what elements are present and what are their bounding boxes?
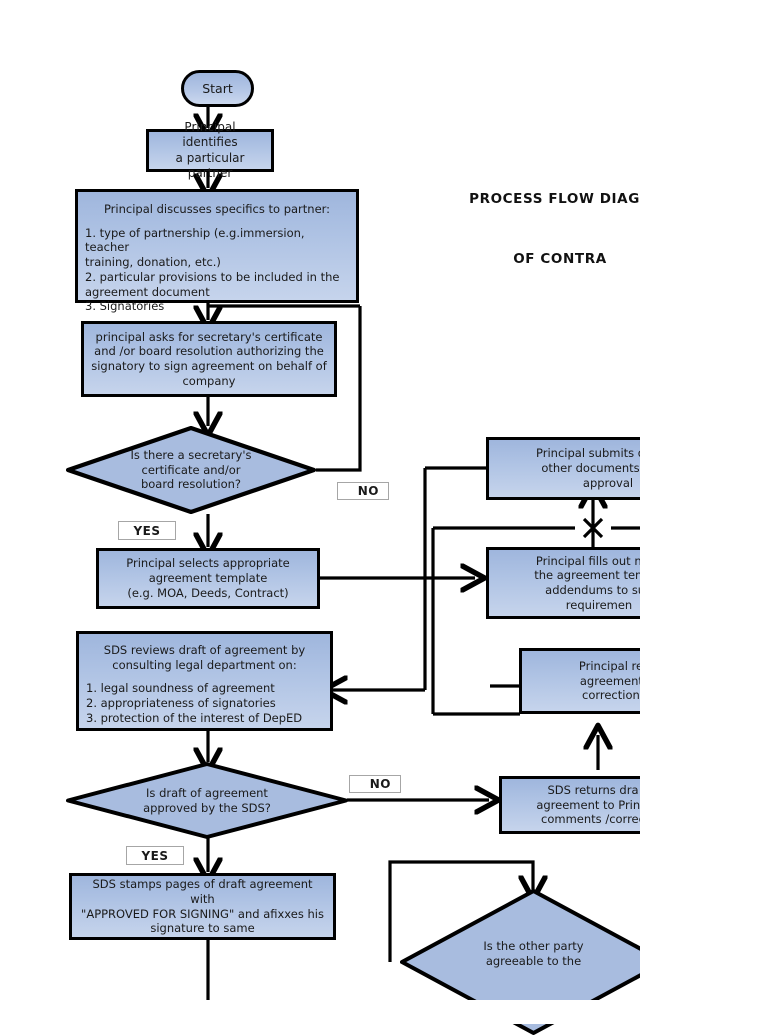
node-discuss-specifics-item-5: 3. Signatories bbox=[85, 299, 165, 314]
node-start[interactable]: Start bbox=[181, 70, 254, 107]
decision-approved-shape bbox=[66, 762, 348, 839]
node-sds-reviews-item-3: 3. protection of the interest of DepED bbox=[86, 710, 303, 725]
node-select-template[interactable]: Principal selects appropriate agreement … bbox=[96, 548, 320, 609]
edge-label-no-certificate: NO bbox=[337, 482, 389, 500]
node-decision-approved[interactable]: Is draft of agreement approved by the SD… bbox=[66, 762, 348, 839]
node-start-label: Start bbox=[202, 80, 233, 96]
node-decision-approved-label: Is draft of agreement approved by the SD… bbox=[143, 785, 271, 815]
node-discuss-specifics-heading: Principal discusses specifics to partner… bbox=[103, 202, 331, 216]
node-discuss-specifics-item-3: 2. particular provisions to be included … bbox=[85, 269, 340, 284]
diagram-title: PROCESS FLOW DIAGR OF CONTRA bbox=[430, 148, 690, 310]
node-discuss-specifics-item-4: agreement document bbox=[85, 284, 210, 299]
node-discuss-specifics-item-2: training, donation, etc.) bbox=[85, 255, 221, 270]
node-sds-stamps[interactable]: SDS stamps pages of draft agreement with… bbox=[69, 873, 336, 940]
node-discuss-specifics[interactable]: Principal discusses specifics to partner… bbox=[75, 189, 359, 313]
node-discuss-specifics-item-1: 1. type of partnership (e.g.immersion, t… bbox=[85, 225, 305, 255]
edge-label-yes-approved: YES bbox=[126, 846, 184, 865]
diagram-title-line-1: PROCESS FLOW DIAGR bbox=[469, 190, 651, 207]
page-right-margin bbox=[640, 0, 768, 1024]
node-sds-reviews[interactable]: SDS reviews draft of agreement by consul… bbox=[76, 631, 333, 731]
edge-label-no-approved: NO bbox=[349, 775, 401, 793]
node-select-template-label: Principal selects appropriate agreement … bbox=[126, 556, 290, 600]
edge-label-yes-certificate: YES bbox=[118, 521, 176, 540]
node-ask-certificate-label: principal asks for secretary's certifica… bbox=[91, 329, 327, 388]
diagram-title-line-2: OF CONTRA bbox=[513, 251, 607, 268]
node-sds-stamps-label: SDS stamps pages of draft agreement with… bbox=[81, 877, 324, 936]
node-sds-returns-label: SDS returns dra agreement to Princi comm… bbox=[536, 782, 650, 827]
page-bottom-margin bbox=[0, 1000, 768, 1024]
node-identify-partner[interactable]: Principal identifies a particular partne… bbox=[146, 120, 274, 180]
node-ask-certificate[interactable]: principal asks for secretary's certifica… bbox=[81, 321, 337, 397]
node-decision-certificate-label: Is there a secretary's certificate and/o… bbox=[130, 447, 252, 492]
node-sds-reviews-item-2: 2. appropriateness of signatories bbox=[86, 696, 276, 711]
node-sds-reviews-heading: SDS reviews draft of agreement by consul… bbox=[103, 643, 306, 672]
node-identify-partner-label: Principal identifies a particular partne… bbox=[175, 119, 245, 180]
node-sds-reviews-item-1: 1. legal soundness of agreement bbox=[86, 681, 275, 696]
node-decision-certificate[interactable]: Is there a secretary's certificate and/o… bbox=[66, 426, 316, 514]
node-decision-other-party-label: Is the other party agreeable to the bbox=[483, 939, 584, 968]
decision-certificate-shape bbox=[66, 426, 316, 514]
